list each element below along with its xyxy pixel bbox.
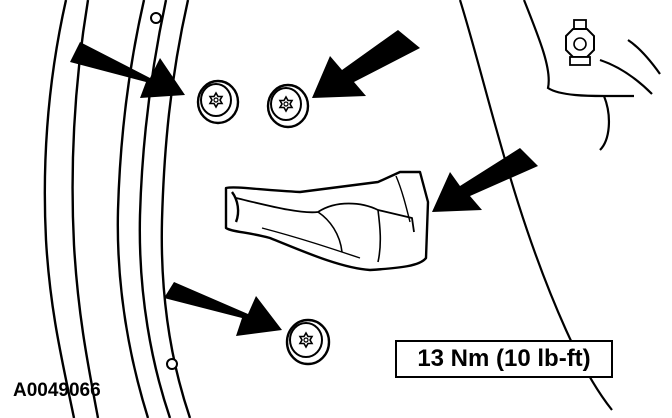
torx-bolt-icon xyxy=(285,318,331,366)
hex-bolt-icon xyxy=(565,19,595,66)
pointer-arrow-icon xyxy=(432,148,538,212)
pointer-arrow-icon xyxy=(70,42,185,98)
rim-hole xyxy=(166,358,178,370)
torx-bolt-icon xyxy=(266,83,310,129)
rim-hole xyxy=(150,12,162,24)
backing-plate xyxy=(458,0,661,411)
wheel-rim xyxy=(43,0,192,418)
torque-spec-label: 13 Nm (10 lb-ft) xyxy=(395,340,613,378)
torx-bolt-icon xyxy=(196,79,240,125)
pointer-arrow-icon xyxy=(312,30,420,98)
figure-id-label: A0049066 xyxy=(13,380,101,401)
pointer-arrow-icon xyxy=(164,282,282,336)
bracket-part xyxy=(224,170,430,272)
